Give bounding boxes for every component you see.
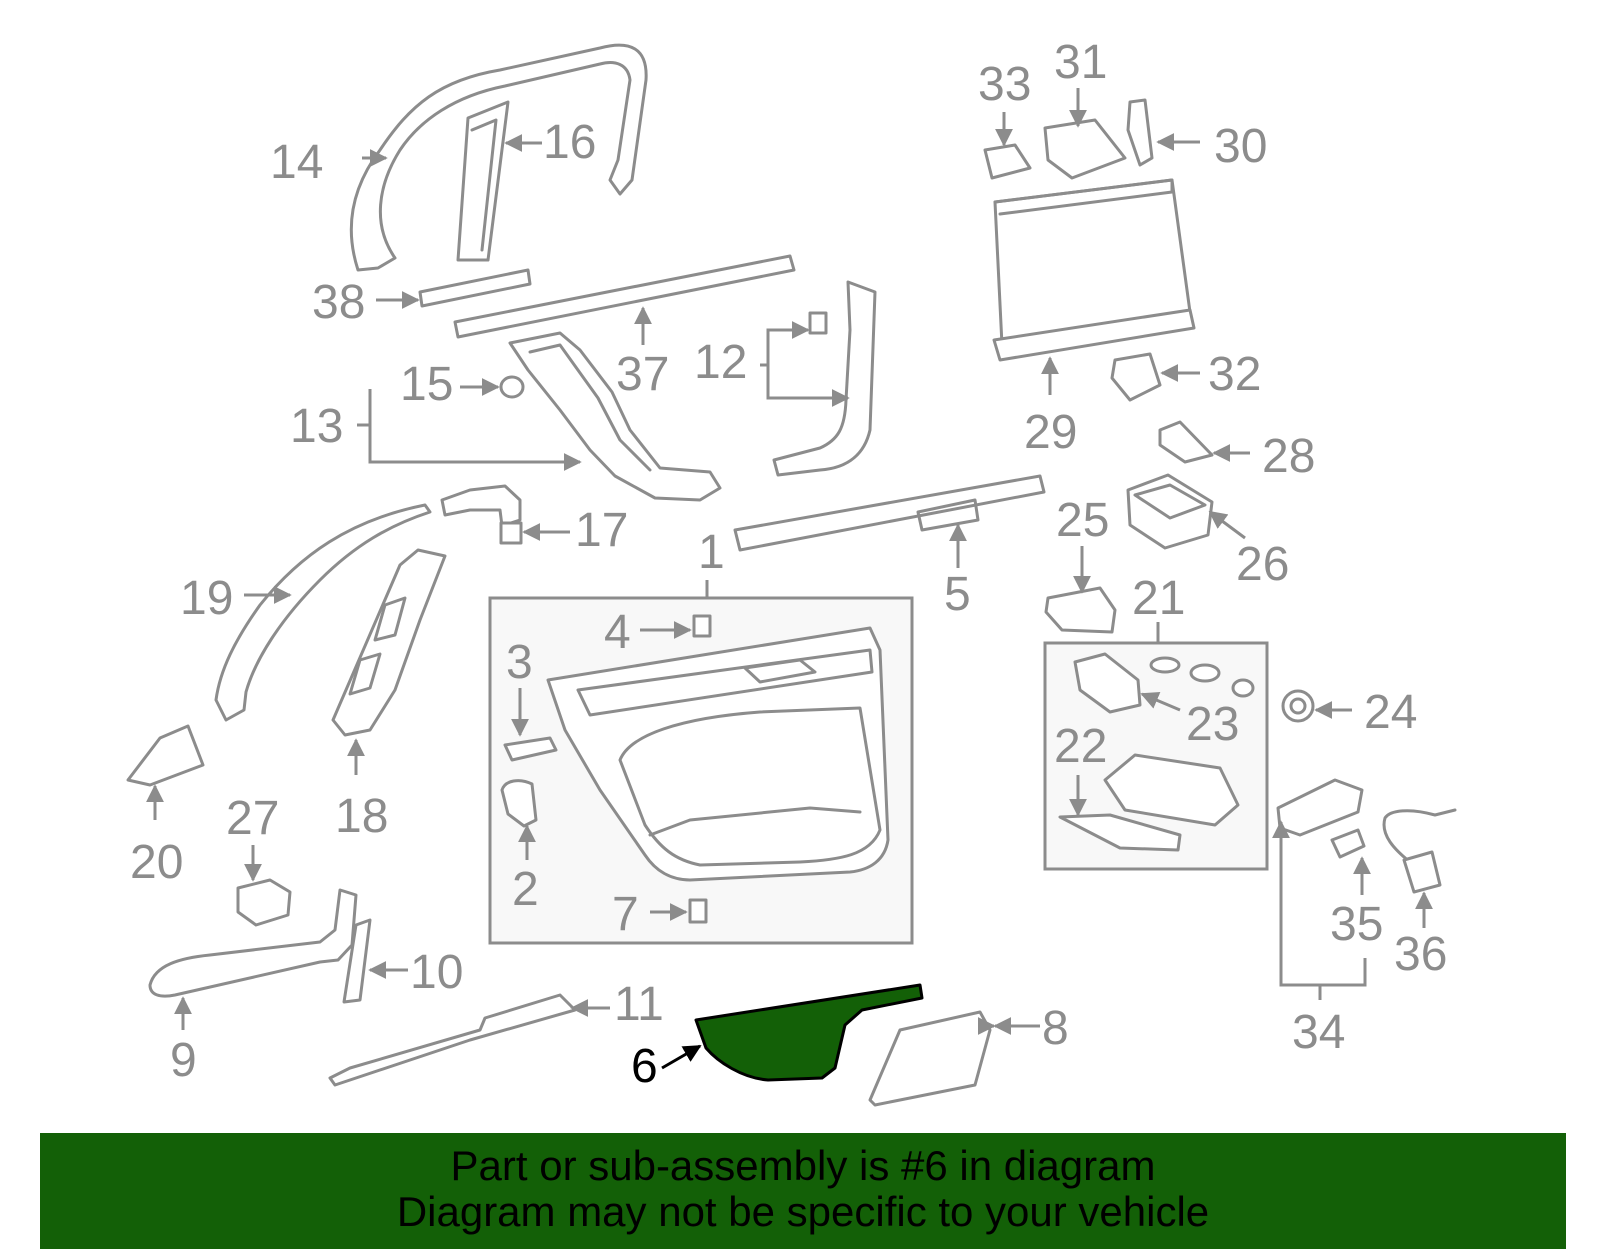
part-5-strip-pocket: [916, 498, 980, 532]
callout-22: 22: [1054, 720, 1107, 773]
part-27-clip: [236, 878, 292, 927]
callout-29: 29: [1024, 406, 1077, 459]
callout-4: 4: [604, 606, 631, 659]
callout-2: 2: [512, 863, 539, 916]
callout-1: 1: [698, 526, 725, 579]
callout-14: 14: [270, 136, 323, 189]
part-13-upper-trim: [508, 331, 722, 502]
part-18-vertical-trim-slot: [373, 596, 407, 642]
part-26-switch: [1126, 473, 1214, 550]
callout-16: 16: [543, 116, 596, 169]
part-15-grommet: [499, 375, 525, 399]
part-18-vertical-trim-slot2: [348, 652, 382, 696]
callout-12: 12: [694, 336, 747, 389]
part-24-grommet: [1281, 689, 1315, 723]
part-37-belt-molding: [453, 254, 796, 339]
callout-28: 28: [1262, 430, 1315, 483]
callout-36: 36: [1394, 928, 1447, 981]
part-36-connector: [1402, 850, 1442, 894]
part-35-bulb: [1330, 828, 1366, 859]
callout-38: 38: [312, 276, 365, 329]
part-25-bezel: [1044, 586, 1117, 634]
callout-26: 26: [1236, 538, 1289, 591]
part-33-bracket: [983, 143, 1032, 180]
part-5-strip: [733, 474, 1046, 552]
callout-10: 10: [410, 946, 463, 999]
part-21-bulb-3: [1231, 678, 1255, 698]
part-2-bracket: [500, 779, 538, 828]
part-18-vertical-trim: [331, 548, 447, 737]
part-36-harness: [1382, 808, 1457, 864]
part-31-housing: [1043, 118, 1127, 180]
part-38-strip: [418, 268, 532, 308]
callout-18: 18: [335, 790, 388, 843]
callout-15: 15: [400, 358, 453, 411]
part-26-switch-buttons: [1133, 483, 1207, 520]
part-16-pillar-trim: [456, 100, 510, 262]
part-6-highlighted: [694, 983, 924, 1082]
part-7-clip: [688, 898, 708, 924]
part-29-sunshade-bar: [992, 308, 1196, 362]
callout-31: 31: [1054, 36, 1107, 89]
part-19-pillar-molding: [214, 503, 432, 722]
part-21-switch-panel: [1103, 753, 1240, 827]
callout-27: 27: [226, 792, 279, 845]
callout-21: 21: [1132, 572, 1185, 625]
callout-35: 35: [1330, 898, 1383, 951]
part-22-trim-strip: [1058, 813, 1182, 852]
part-1-door-panel-insert: [618, 706, 882, 867]
part-23-switch: [1073, 652, 1142, 714]
callout-23: 23: [1186, 698, 1239, 751]
part-8-panel: [868, 1010, 992, 1107]
banner-line-2: Diagram may not be specific to your vehi…: [396, 1188, 1210, 1235]
info-banner: Part or sub-assembly is #6 in diagram Di…: [40, 1133, 1566, 1249]
part-28-bracket: [1158, 420, 1214, 464]
part-4-clip: [692, 614, 712, 638]
callout-13: 13: [290, 400, 343, 453]
part-12-clip: [808, 311, 828, 335]
callout-32: 32: [1208, 348, 1261, 401]
leader-lines: [146, 88, 1433, 1070]
callout-37: 37: [616, 348, 669, 401]
part-3-pad: [503, 736, 558, 762]
callout-5: 5: [944, 568, 971, 621]
callout-33: 33: [978, 58, 1031, 111]
part-17-clip: [499, 521, 523, 545]
part-20-wedge: [126, 724, 205, 787]
part-21-bulb-1: [1149, 656, 1181, 674]
part-29-sunshade-top: [993, 178, 1174, 216]
callout-11: 11: [614, 978, 664, 1031]
callout-7: 7: [612, 888, 639, 941]
callout-9: 9: [170, 1034, 197, 1087]
callout-6: 6: [631, 1040, 658, 1093]
part-30-bracket: [1126, 98, 1154, 167]
part-17-bracket: [440, 484, 522, 528]
part-34-socket: [1276, 778, 1364, 837]
callout-25: 25: [1056, 494, 1109, 547]
callout-labels: 1 2 3 4 5 6 7 8 9 10 11 12 13 14 15 16 1…: [130, 36, 1447, 1093]
part-13-upper-trim-inner: [528, 343, 652, 472]
part-21-bulb-2: [1189, 663, 1221, 683]
part-1-door-panel: [546, 626, 890, 882]
part-24-grommet-inner: [1289, 697, 1307, 715]
part-10-strip: [342, 918, 372, 1004]
part-1-door-handle: [743, 658, 817, 684]
part-1-door-panel-pocket: [648, 806, 862, 837]
callout-34: 34: [1292, 1006, 1345, 1059]
callout-17: 17: [575, 504, 628, 557]
callout-24: 24: [1364, 686, 1417, 739]
callout-20: 20: [130, 836, 183, 889]
callout-19: 19: [180, 572, 233, 625]
callout-3: 3: [506, 636, 533, 689]
banner-line-1: Part or sub-assembly is #6 in diagram: [450, 1142, 1156, 1189]
part-11-sill-trim: [328, 993, 577, 1087]
part-32-bracket: [1110, 352, 1162, 402]
callout-8: 8: [1042, 1002, 1069, 1055]
part-12-pillar-trim: [772, 280, 877, 477]
part-16-pillar-trim-inner: [470, 118, 498, 252]
callout-30: 30: [1214, 120, 1267, 173]
part-9-armrest: [148, 888, 358, 998]
